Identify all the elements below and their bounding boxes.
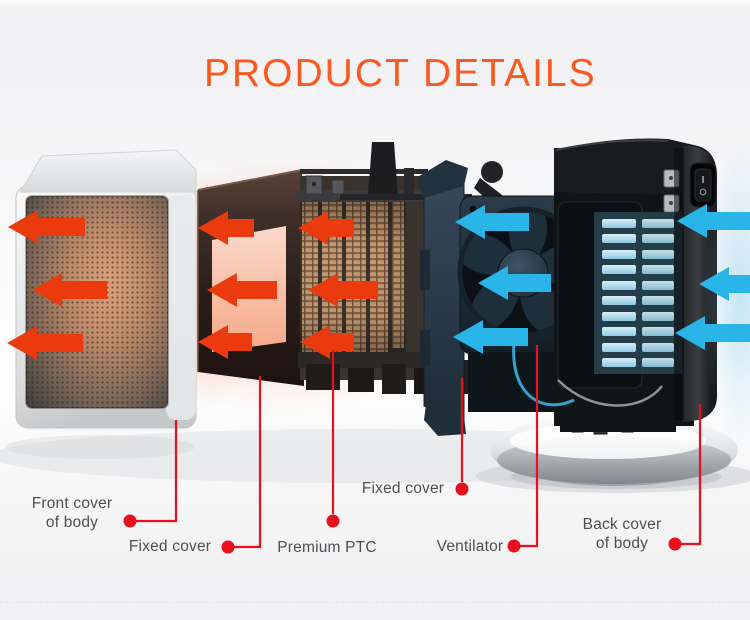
air-arrows [453, 204, 750, 354]
air-arrow-2 [478, 266, 551, 300]
dot-premium-ptc [326, 514, 340, 528]
heat-arrow-8 [308, 273, 378, 307]
heat-arrows [7, 210, 378, 360]
leader-back-cover [679, 404, 702, 546]
back-cover-part [476, 138, 750, 493]
heat-arrow-2 [32, 273, 107, 307]
label-back-cover: Back cover of body [570, 515, 674, 553]
leader-fixed-cover-front [232, 376, 262, 549]
dot-fixed-cover-front [221, 540, 235, 554]
heat-arrow-6 [198, 325, 252, 359]
dot-ventilator [507, 539, 521, 553]
air-arrow-1 [455, 205, 529, 239]
heat-arrow-5 [207, 273, 277, 307]
label-ventilator: Ventilator [436, 538, 504, 555]
leader-ventilator [518, 345, 539, 548]
page-title: PRODUCT DETAILS [204, 52, 597, 95]
label-premium-ptc: Premium PTC [277, 539, 377, 556]
label-fixed-cover-rear: Fixed cover [361, 480, 445, 497]
air-arrow-5 [699, 267, 750, 301]
label-back-cover-line2: of body [595, 535, 649, 552]
heat-arrow-7 [298, 211, 354, 245]
power-switch [689, 162, 717, 208]
bottom-divider [0, 602, 750, 620]
label-back-cover-line1: Back cover [582, 516, 662, 533]
fixed-cover-front-part [197, 169, 304, 386]
dot-fixed-cover-rear [455, 482, 469, 496]
heat-arrow-1 [8, 210, 85, 244]
dot-back-cover [668, 537, 682, 551]
leader-lines [123, 345, 702, 554]
label-front-cover-line2: of body [45, 514, 99, 531]
air-arrow-3 [453, 320, 528, 354]
blue-cable [512, 327, 575, 407]
air-arrow-4 [677, 204, 750, 238]
vent-slots [594, 212, 686, 374]
label-fixed-cover-front: Fixed cover [128, 538, 212, 555]
leader-front-cover [134, 420, 178, 523]
air-arrow-6 [675, 316, 750, 350]
fixed-cover-rear-part [416, 160, 468, 436]
heat-arrow-9 [300, 325, 354, 359]
gray-cable [557, 379, 663, 407]
label-front-cover: Front cover of body [18, 494, 126, 532]
label-front-cover-line1: Front cover [31, 495, 113, 512]
heat-arrow-3 [7, 326, 83, 360]
dot-front-cover [123, 514, 137, 528]
heat-arrow-4 [198, 211, 254, 245]
front-cover-part [15, 149, 197, 429]
